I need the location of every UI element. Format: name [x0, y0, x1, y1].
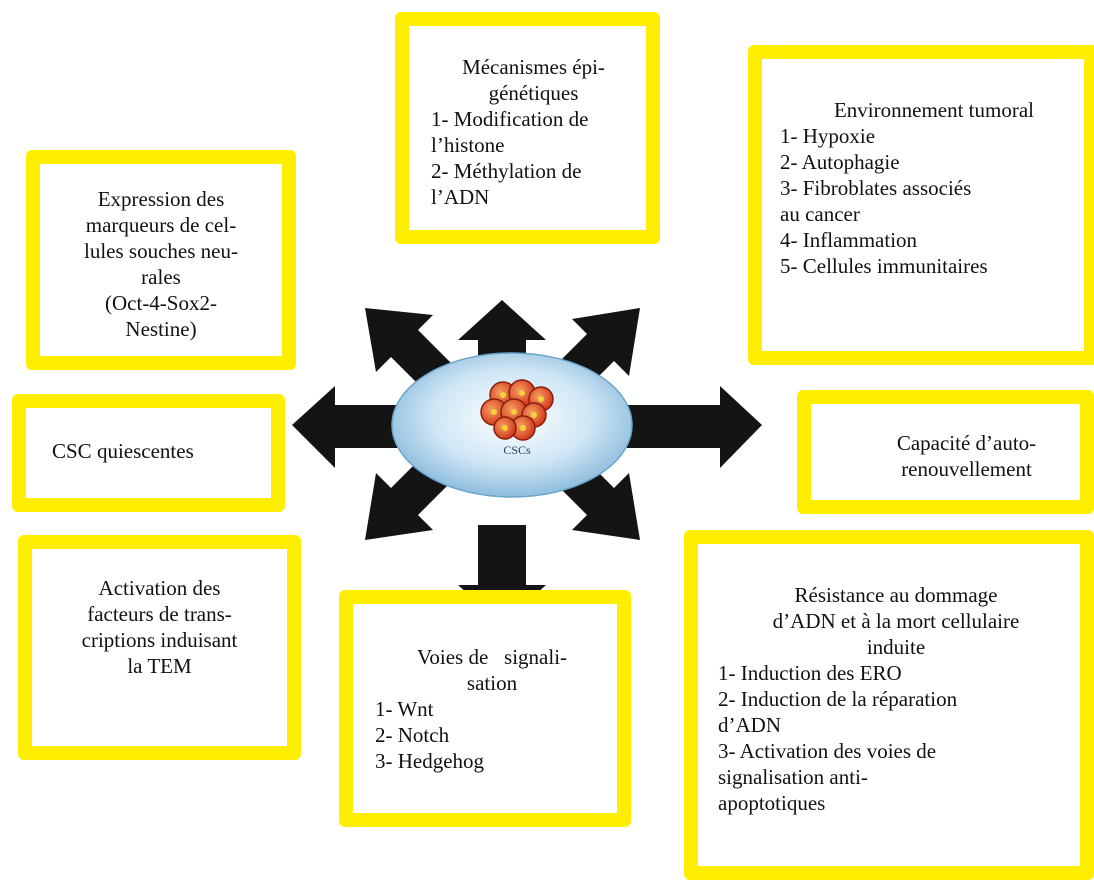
epigenetics-item: l’ADN — [431, 185, 490, 209]
quiescent-label: CSC quiescentes — [52, 439, 194, 463]
environment-item: au cancer — [780, 202, 860, 226]
resistance-item: 2- Induction de la réparation — [718, 687, 958, 711]
arrow-left — [292, 386, 420, 468]
resistance-title-1: Résistance au dommage — [794, 583, 998, 607]
arrow-up-left — [365, 308, 452, 391]
self-renewal-line: Capacité d’auto- — [896, 431, 1037, 455]
resistance-item: 3- Activation des voies de — [718, 739, 937, 763]
emt-line: la TEM — [127, 654, 192, 678]
environment-item: 1- Hypoxie — [780, 124, 876, 148]
signaling-item: 2- Notch — [375, 723, 450, 747]
epigenetics-title-1: Mécanismes épi- — [462, 55, 605, 79]
emt-line: Activation des — [98, 576, 221, 600]
signaling-title-1: Voies de signali- — [416, 645, 568, 669]
environment-item: 3- Fibroblates associés — [780, 176, 972, 200]
markers-line: Expression des — [97, 187, 225, 211]
signaling-box: Voies de signali- sation 1- Wnt 2- Notch… — [339, 590, 631, 827]
signaling-title-2: sation — [466, 671, 518, 695]
emt-line: facteurs de trans- — [87, 602, 232, 626]
resistance-item: signalisation anti- — [718, 765, 868, 789]
markers-line: (Oct-4-Sox2- — [105, 291, 217, 315]
quiescent-box: CSC quiescentes — [12, 394, 285, 512]
resistance-title-2: d’ADN et à la mort cellulaire — [772, 609, 1020, 633]
epigenetics-item: l’histone — [431, 133, 505, 157]
markers-box: Expression des marqueurs de cel- lules s… — [26, 150, 296, 370]
signaling-item: 3- Hedgehog — [375, 749, 485, 773]
epigenetics-item: 1- Modification de — [431, 107, 589, 131]
resistance-title-3: induite — [866, 635, 926, 659]
emt-box: Activation des facteurs de trans- cripti… — [18, 535, 301, 760]
resistance-item: d’ADN — [718, 713, 781, 737]
markers-line: lules souches neu- — [84, 239, 238, 263]
resistance-box: Résistance au dommage d’ADN et à la mort… — [684, 530, 1094, 880]
hub-label: CSCs — [503, 443, 531, 457]
resistance-item: 1- Induction des ERO — [718, 661, 902, 685]
environment-title: Environnement tumoral — [833, 98, 1035, 122]
markers-line: rales — [141, 265, 181, 289]
markers-line: Nestine) — [125, 317, 197, 341]
environment-item: 5- Cellules immunitaires — [780, 254, 988, 278]
markers-line: marqueurs de cel- — [85, 213, 237, 237]
emt-line: criptions induisant — [81, 628, 238, 652]
environment-item: 2- Autophagie — [780, 150, 900, 174]
signaling-item: 1- Wnt — [375, 697, 434, 721]
environment-box: Environnement tumoral 1- Hypoxie 2- Auto… — [748, 45, 1094, 365]
epigenetics-box: Mécanismes épi- génétiques 1- Modificati… — [395, 12, 660, 244]
epigenetics-title-2: génétiques — [488, 81, 579, 105]
self-renewal-box: Capacité d’auto- renouvellement — [797, 390, 1094, 514]
environment-item: 4- Inflammation — [780, 228, 918, 252]
epigenetics-item: 2- Méthylation de — [431, 159, 582, 183]
resistance-item: apoptotiques — [718, 791, 826, 815]
self-renewal-line: renouvellement — [901, 457, 1032, 481]
arrow-right — [600, 386, 762, 468]
